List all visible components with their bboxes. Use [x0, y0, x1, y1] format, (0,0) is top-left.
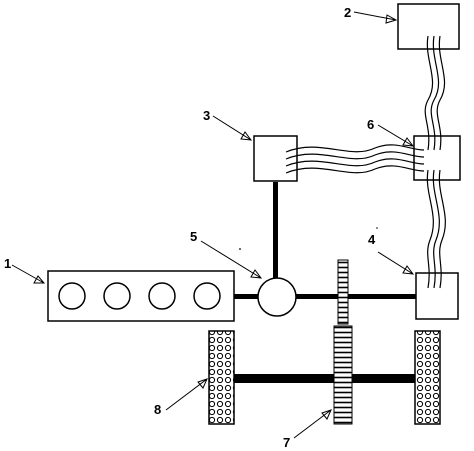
box-6: [413, 135, 461, 181]
label-7: 7: [283, 435, 290, 450]
gear-lower: [333, 325, 353, 425]
box-3: [253, 135, 298, 182]
label-8: 8: [154, 402, 161, 417]
arrow-2: [353, 11, 398, 24]
arrow-8: [165, 378, 208, 411]
arrow-6: [377, 124, 415, 147]
label-1: 1: [4, 256, 11, 271]
arrow-1: [11, 264, 46, 284]
arrow-4: [377, 251, 415, 275]
wheel-left: [208, 330, 235, 425]
label-2: 2: [344, 5, 351, 20]
axle-shaft: [234, 374, 415, 383]
cylinder-1: [58, 282, 86, 310]
wire-bundle-3-6: [285, 144, 425, 174]
label-5: 5: [190, 229, 197, 244]
label-3: 3: [203, 108, 210, 123]
gear-upper: [337, 259, 349, 325]
arrow-5: [200, 240, 263, 279]
main-shaft: [296, 294, 416, 299]
wire-bundle-2-6: [424, 35, 446, 151]
cylinder-2: [103, 282, 131, 310]
cylinder-4: [193, 282, 221, 310]
wheel-right: [414, 330, 441, 425]
stray-dot: [239, 248, 241, 250]
arrow-7: [293, 409, 332, 439]
cylinder-3: [148, 282, 176, 310]
wire-bundle-6-4: [426, 169, 446, 289]
label-4: 4: [368, 232, 376, 247]
leader-arrows: [11, 11, 415, 439]
box-2: [397, 3, 460, 50]
coupling-5: [257, 277, 297, 317]
arrow-3: [212, 115, 253, 141]
engine-output-shaft: [234, 294, 258, 299]
box-4: [415, 272, 459, 320]
vertical-shaft-to-motor-3: [273, 182, 278, 278]
label-6: 6: [367, 117, 374, 132]
stray-tick-4: [376, 227, 378, 229]
